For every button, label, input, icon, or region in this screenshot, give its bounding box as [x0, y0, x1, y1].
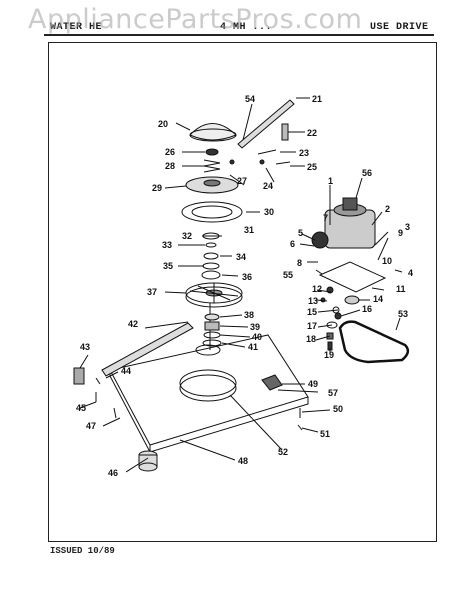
page-header: WATER HE 4 MH ... USE DRIVE [20, 18, 440, 38]
callout-19: 19 [324, 350, 334, 360]
part-34 [203, 252, 219, 260]
part-39 [204, 321, 220, 331]
part-17 [326, 321, 338, 329]
callout-3: 3 [405, 222, 410, 232]
part-41 [202, 339, 222, 347]
callout-49: 49 [308, 379, 318, 389]
diagram-frame [48, 42, 437, 542]
part-47 [113, 407, 117, 419]
callout-35: 35 [163, 261, 173, 271]
part-25 [275, 161, 291, 165]
base-tub-ring [179, 369, 237, 397]
callout-10: 10 [382, 256, 392, 266]
callout-37: 37 [147, 287, 157, 297]
callout-26: 26 [165, 147, 175, 157]
callout-15: 15 [307, 307, 317, 317]
callout-4: 4 [408, 268, 413, 278]
callout-48: 48 [238, 456, 248, 466]
callout-22: 22 [307, 128, 317, 138]
callout-13: 13 [308, 296, 318, 306]
part-36 [201, 270, 221, 280]
dome-20 [189, 123, 237, 141]
part-24 [259, 159, 265, 165]
callout-44: 44 [121, 366, 131, 376]
header-left-text: WATER HE [50, 22, 103, 33]
part-43 [73, 367, 85, 385]
callout-42: 42 [128, 319, 138, 329]
callout-54: 54 [245, 94, 255, 104]
callout-53: 53 [398, 309, 408, 319]
part-51 [297, 424, 303, 431]
spring-28 [203, 159, 221, 173]
callout-56: 56 [362, 168, 372, 178]
header-middle-text: 4 MH ... [220, 22, 273, 33]
part-35 [202, 262, 220, 270]
part-27 [229, 159, 235, 165]
part-16 [334, 312, 342, 320]
callout-9: 9 [398, 228, 403, 238]
part-38 [204, 313, 220, 321]
part-14 [344, 295, 360, 305]
base-plate-edge [149, 397, 309, 453]
callout-16: 16 [362, 304, 372, 314]
callout-25: 25 [307, 162, 317, 172]
callout-47: 47 [86, 421, 96, 431]
callout-39: 39 [250, 322, 260, 332]
callout-28: 28 [165, 161, 175, 171]
header-right-text: USE DRIVE [370, 22, 429, 33]
callout-29: 29 [152, 183, 162, 193]
callout-57: 57 [328, 388, 338, 398]
part-44 [95, 377, 101, 385]
callout-45: 45 [76, 403, 86, 413]
callout-24: 24 [263, 181, 273, 191]
callout-32: 32 [182, 231, 192, 241]
callout-46: 46 [108, 468, 118, 478]
callout-2: 2 [385, 204, 390, 214]
callout-7: 7 [323, 213, 328, 223]
callout-31: 31 [244, 225, 254, 235]
callout-52: 52 [278, 447, 288, 457]
issued-date: ISSUED 10/89 [50, 546, 115, 556]
watermark: AppliancePartsPros.com [28, 4, 363, 35]
callout-43: 43 [80, 342, 90, 352]
callout-23: 23 [299, 148, 309, 158]
callout-21: 21 [312, 94, 322, 104]
belt-53 [338, 320, 410, 364]
bracket-11 [318, 261, 387, 293]
callout-38: 38 [244, 310, 254, 320]
callout-27: 27 [237, 176, 247, 186]
callout-30: 30 [264, 207, 274, 217]
arm-42 [101, 322, 194, 377]
callout-36: 36 [242, 272, 252, 282]
callout-55: 55 [283, 270, 293, 280]
callout-11: 11 [396, 284, 406, 294]
callout-40: 40 [252, 332, 262, 342]
callout-17: 17 [307, 321, 317, 331]
ring-30 [181, 201, 243, 223]
part-33 [205, 242, 217, 248]
part-40 [203, 331, 221, 339]
callout-6: 6 [290, 239, 295, 249]
part-23 [257, 149, 277, 155]
callout-41: 41 [248, 342, 258, 352]
callout-1: 1 [328, 176, 333, 186]
callout-14: 14 [373, 294, 383, 304]
callout-8: 8 [297, 258, 302, 268]
callout-50: 50 [333, 404, 343, 414]
callout-5: 5 [298, 228, 303, 238]
part-13 [320, 297, 326, 303]
header-rule [44, 34, 434, 36]
callout-33: 33 [162, 240, 172, 250]
callout-20: 20 [158, 119, 168, 129]
callout-51: 51 [320, 429, 330, 439]
callout-34: 34 [236, 252, 246, 262]
part-22 [281, 123, 289, 141]
callout-12: 12 [312, 284, 322, 294]
callout-18: 18 [306, 334, 316, 344]
part-49 [261, 374, 283, 391]
part-26 [205, 148, 219, 156]
lever-21 [237, 99, 295, 149]
